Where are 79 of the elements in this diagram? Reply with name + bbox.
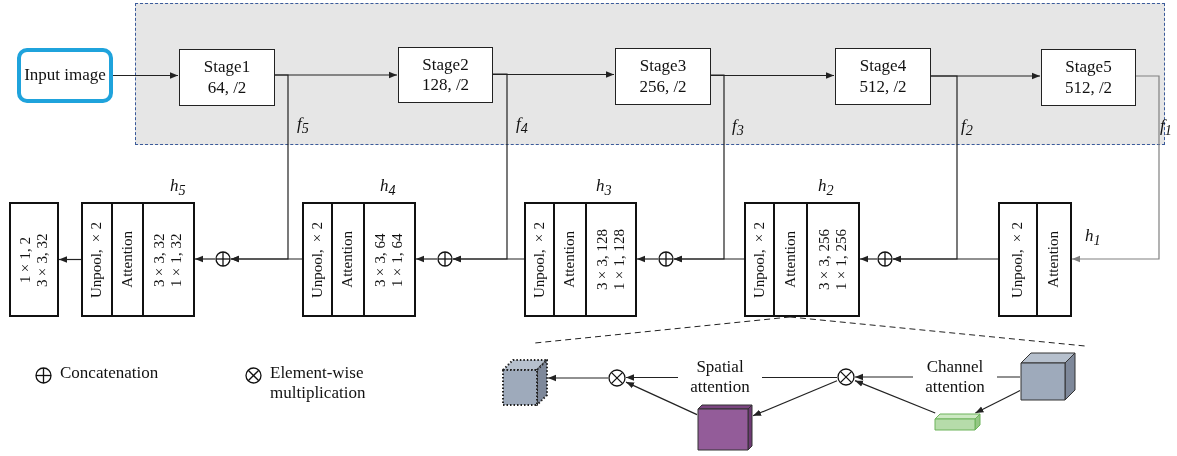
node-label: Input image <box>24 65 106 86</box>
edge-label: f$_{1}$ <box>1160 115 1172 139</box>
feature-cube-drawing <box>1020 352 1076 401</box>
layer-label: 3×3, 128 1×1, 128 <box>593 228 628 292</box>
concatenation-symbol <box>437 251 453 267</box>
stage-box <box>615 48 711 105</box>
arrow <box>547 374 609 382</box>
feature-bar-drawing <box>934 413 981 431</box>
arrow <box>636 255 659 263</box>
edge-label: f$_{5}$ <box>297 113 309 137</box>
layer-label: Unpool, ×2 <box>308 221 326 298</box>
feature-block-drawing <box>697 404 753 451</box>
layer-label: 1×1, 2 3×3, 32 <box>16 231 51 289</box>
arrow <box>974 389 1021 414</box>
node-label: 64, /2 <box>207 77 247 98</box>
arrow <box>415 255 438 263</box>
node-label: Stage3 <box>639 56 687 77</box>
layer-label: Attention <box>1045 231 1063 288</box>
concatenation-symbol <box>877 251 893 267</box>
arrow <box>854 373 1021 381</box>
layer-label: 3×3, 64 1×1, 64 <box>372 231 407 289</box>
layer-label: 3×3, 256 1×1, 256 <box>815 228 850 292</box>
arrow <box>112 72 179 79</box>
block-label: h$_{3}$ <box>596 176 612 199</box>
arrow <box>230 255 303 263</box>
layer-label: Attention <box>561 231 579 288</box>
arrow <box>892 255 999 263</box>
layer-label: Attention <box>781 231 799 288</box>
edge-label: f$_{2}$ <box>961 115 973 139</box>
multiplication-symbol <box>837 368 855 386</box>
stage-box <box>179 49 275 106</box>
decoder-block <box>744 202 860 317</box>
node-label: Stage2 <box>422 54 469 75</box>
edge-label: f$_{3}$ <box>732 115 744 139</box>
layer-label: Unpool, ×2 <box>750 221 768 298</box>
stage-box <box>1041 49 1136 106</box>
node-label: 512, /2 <box>859 76 907 97</box>
node-label: 128, /2 <box>421 75 470 96</box>
node-label: Stage4 <box>859 56 907 77</box>
decoder-block <box>81 202 195 317</box>
arrow <box>854 380 936 414</box>
block-label: h$_{1}$ <box>1085 226 1101 249</box>
arrow <box>58 256 82 263</box>
block-label: h$_{2}$ <box>818 176 834 199</box>
node-label: 512, /2 <box>1064 77 1113 98</box>
block-label: h$_{5}$ <box>170 176 186 199</box>
node-label: 256, /2 <box>639 76 687 97</box>
legend-label: Element-wise multiplication <box>270 363 367 403</box>
encoder-panel <box>135 3 1165 145</box>
arrow <box>625 381 698 416</box>
layer-label: Attention <box>118 231 136 288</box>
legend-label: Concatenation <box>60 363 160 383</box>
arrow <box>452 255 525 263</box>
arrow <box>194 255 216 263</box>
multiplication-symbol <box>608 369 626 387</box>
concatenation-symbol <box>215 251 231 267</box>
node-label: Stage5 <box>1065 57 1112 78</box>
edge-label: f$_{4}$ <box>516 113 528 137</box>
stage-box <box>835 48 931 105</box>
layer-label: Unpool, ×2 <box>1009 221 1027 298</box>
feature-cube-drawing <box>502 359 548 406</box>
layer-label: Attention <box>339 231 357 288</box>
node-label: Stage1 <box>203 57 251 78</box>
input-box <box>17 48 113 103</box>
stage-box <box>398 47 493 103</box>
block-label: h$_{4}$ <box>380 176 396 199</box>
arrow <box>752 380 838 417</box>
decoder-block <box>302 202 416 317</box>
layer-label: Unpool, ×2 <box>88 221 106 298</box>
decoder-block <box>9 202 59 317</box>
arrow <box>673 255 745 263</box>
decoder-block <box>998 202 1072 317</box>
layer-label: 3×3, 32 1×1, 32 <box>151 231 186 289</box>
layer-label: Unpool, ×2 <box>530 221 548 298</box>
concatenation-symbol <box>658 251 674 267</box>
arrow <box>1071 75 1160 263</box>
arrow <box>859 255 878 263</box>
decoder-block <box>524 202 637 317</box>
arrow <box>625 374 838 381</box>
